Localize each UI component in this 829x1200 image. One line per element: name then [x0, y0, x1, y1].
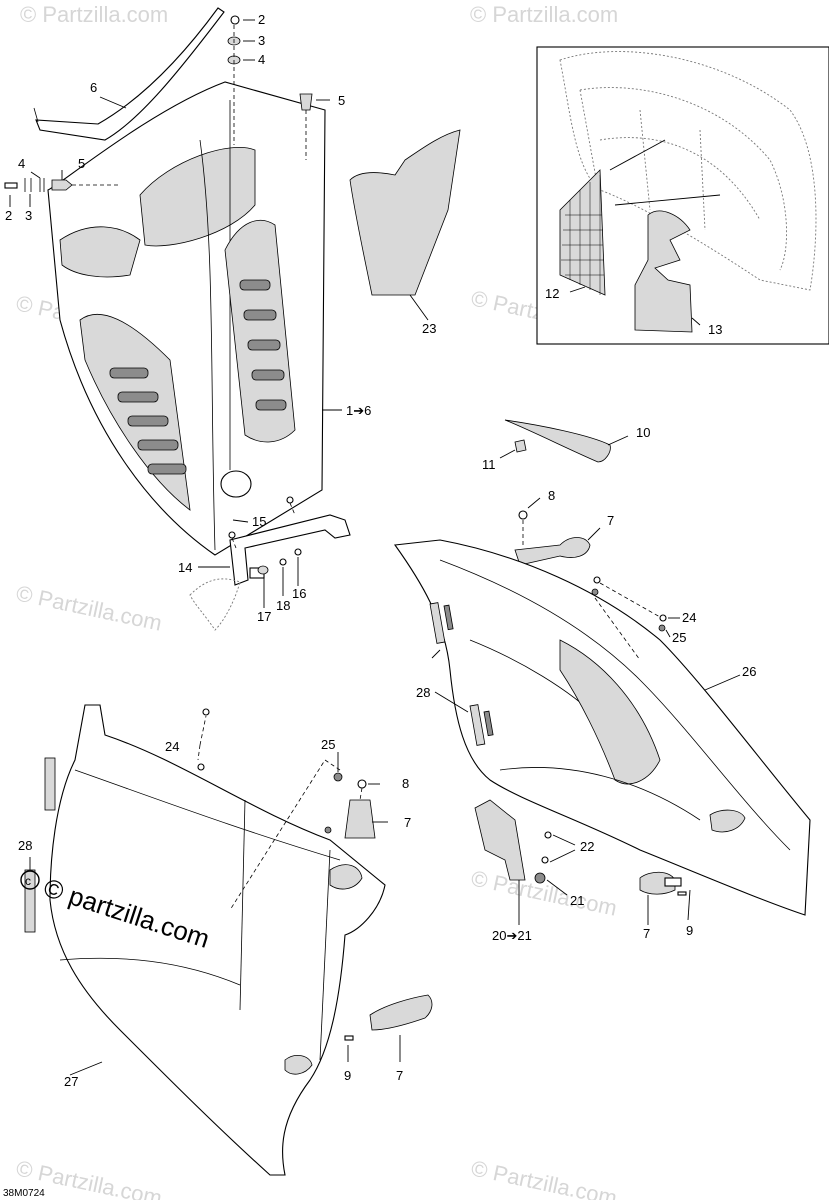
- callout-21: 21: [570, 893, 584, 908]
- callout-23: 23: [422, 321, 436, 336]
- callout-14: 14: [178, 560, 192, 575]
- watermark: © Partzilla.com: [14, 580, 164, 635]
- callout-16: 16: [292, 586, 306, 601]
- inset-box: [536, 46, 829, 345]
- callout-8: 8: [402, 776, 409, 791]
- fasteners-24-25-right: [591, 576, 680, 661]
- part-10-bracket: [499, 419, 629, 463]
- callout-24: 24: [165, 739, 179, 754]
- part-27-side-panel: [49, 704, 386, 1176]
- hood-assembly: [47, 81, 342, 556]
- part-7-handle-top: [514, 497, 601, 566]
- right-grille-slats: [239, 279, 287, 411]
- watermark: © Partzilla.com: [469, 865, 619, 920]
- callout-7: 7: [643, 926, 650, 941]
- callout-5: 5: [338, 93, 345, 108]
- svg-text:c: c: [25, 874, 31, 888]
- callout-10: 10: [636, 425, 650, 440]
- callout-25: 25: [321, 737, 335, 752]
- diagram-code: 38M0724: [3, 1188, 45, 1199]
- part-26-side-panel: [394, 539, 811, 916]
- copyright-icon: [20, 870, 40, 890]
- callout-4: 4: [258, 52, 265, 67]
- callout-3: 3: [258, 33, 265, 48]
- callout-labels: 2 3 4 5 6 4 5 2 3 23 12 13 1➔6 10 11 8 7…: [3, 12, 756, 1199]
- callout-25: 25: [672, 630, 686, 645]
- callout-9: 9: [344, 1068, 351, 1083]
- callout-3: 3: [25, 208, 32, 223]
- callout-2: 2: [5, 208, 12, 223]
- callout-20-to-21: 20➔21: [492, 928, 532, 943]
- watermark: © Partzilla.com: [470, 2, 618, 27]
- callout-11: 11: [482, 457, 496, 472]
- part-12-mesh: [561, 175, 604, 295]
- callout-1-to-6: 1➔6: [346, 403, 371, 418]
- watermark: © Partzilla.com: [469, 1155, 619, 1200]
- hood-fasteners-left: [4, 170, 120, 207]
- part-20-bracket: [474, 799, 576, 925]
- callout-6: 6: [90, 80, 97, 95]
- part-28-strips-left: [24, 757, 56, 933]
- part-23-foam: [349, 129, 461, 321]
- left-grille-slats: [109, 367, 187, 475]
- callout-12: 12: [545, 286, 559, 301]
- part-7-handle-bottom: [344, 994, 433, 1062]
- callout-15: 15: [252, 514, 266, 529]
- callout-18: 18: [276, 598, 290, 613]
- callout-8: 8: [548, 488, 555, 503]
- callout-17: 17: [257, 609, 271, 624]
- callout-27: 27: [64, 1074, 78, 1089]
- callout-7: 7: [607, 513, 614, 528]
- callout-9: 9: [686, 923, 693, 938]
- part-7-handle-right: [639, 871, 691, 925]
- hood-bracket-hardware: [189, 496, 351, 631]
- part-28-strips-right: [429, 602, 494, 746]
- fasteners-24-25-left: [197, 708, 388, 911]
- part-6-strip: [33, 7, 225, 141]
- watermark: © Partzilla.com: [20, 2, 168, 27]
- callout-2: 2: [258, 12, 265, 27]
- callout-28: 28: [416, 685, 430, 700]
- callout-13: 13: [708, 322, 722, 337]
- callout-24: 24: [682, 610, 696, 625]
- callout-28: 28: [18, 838, 32, 853]
- callout-7: 7: [396, 1068, 403, 1083]
- hood-fasteners-top: [99, 15, 330, 160]
- callout-7: 7: [404, 815, 411, 830]
- callout-5: 5: [78, 156, 85, 171]
- callout-26: 26: [742, 664, 756, 679]
- callout-22: 22: [580, 839, 594, 854]
- callout-4: 4: [18, 156, 25, 171]
